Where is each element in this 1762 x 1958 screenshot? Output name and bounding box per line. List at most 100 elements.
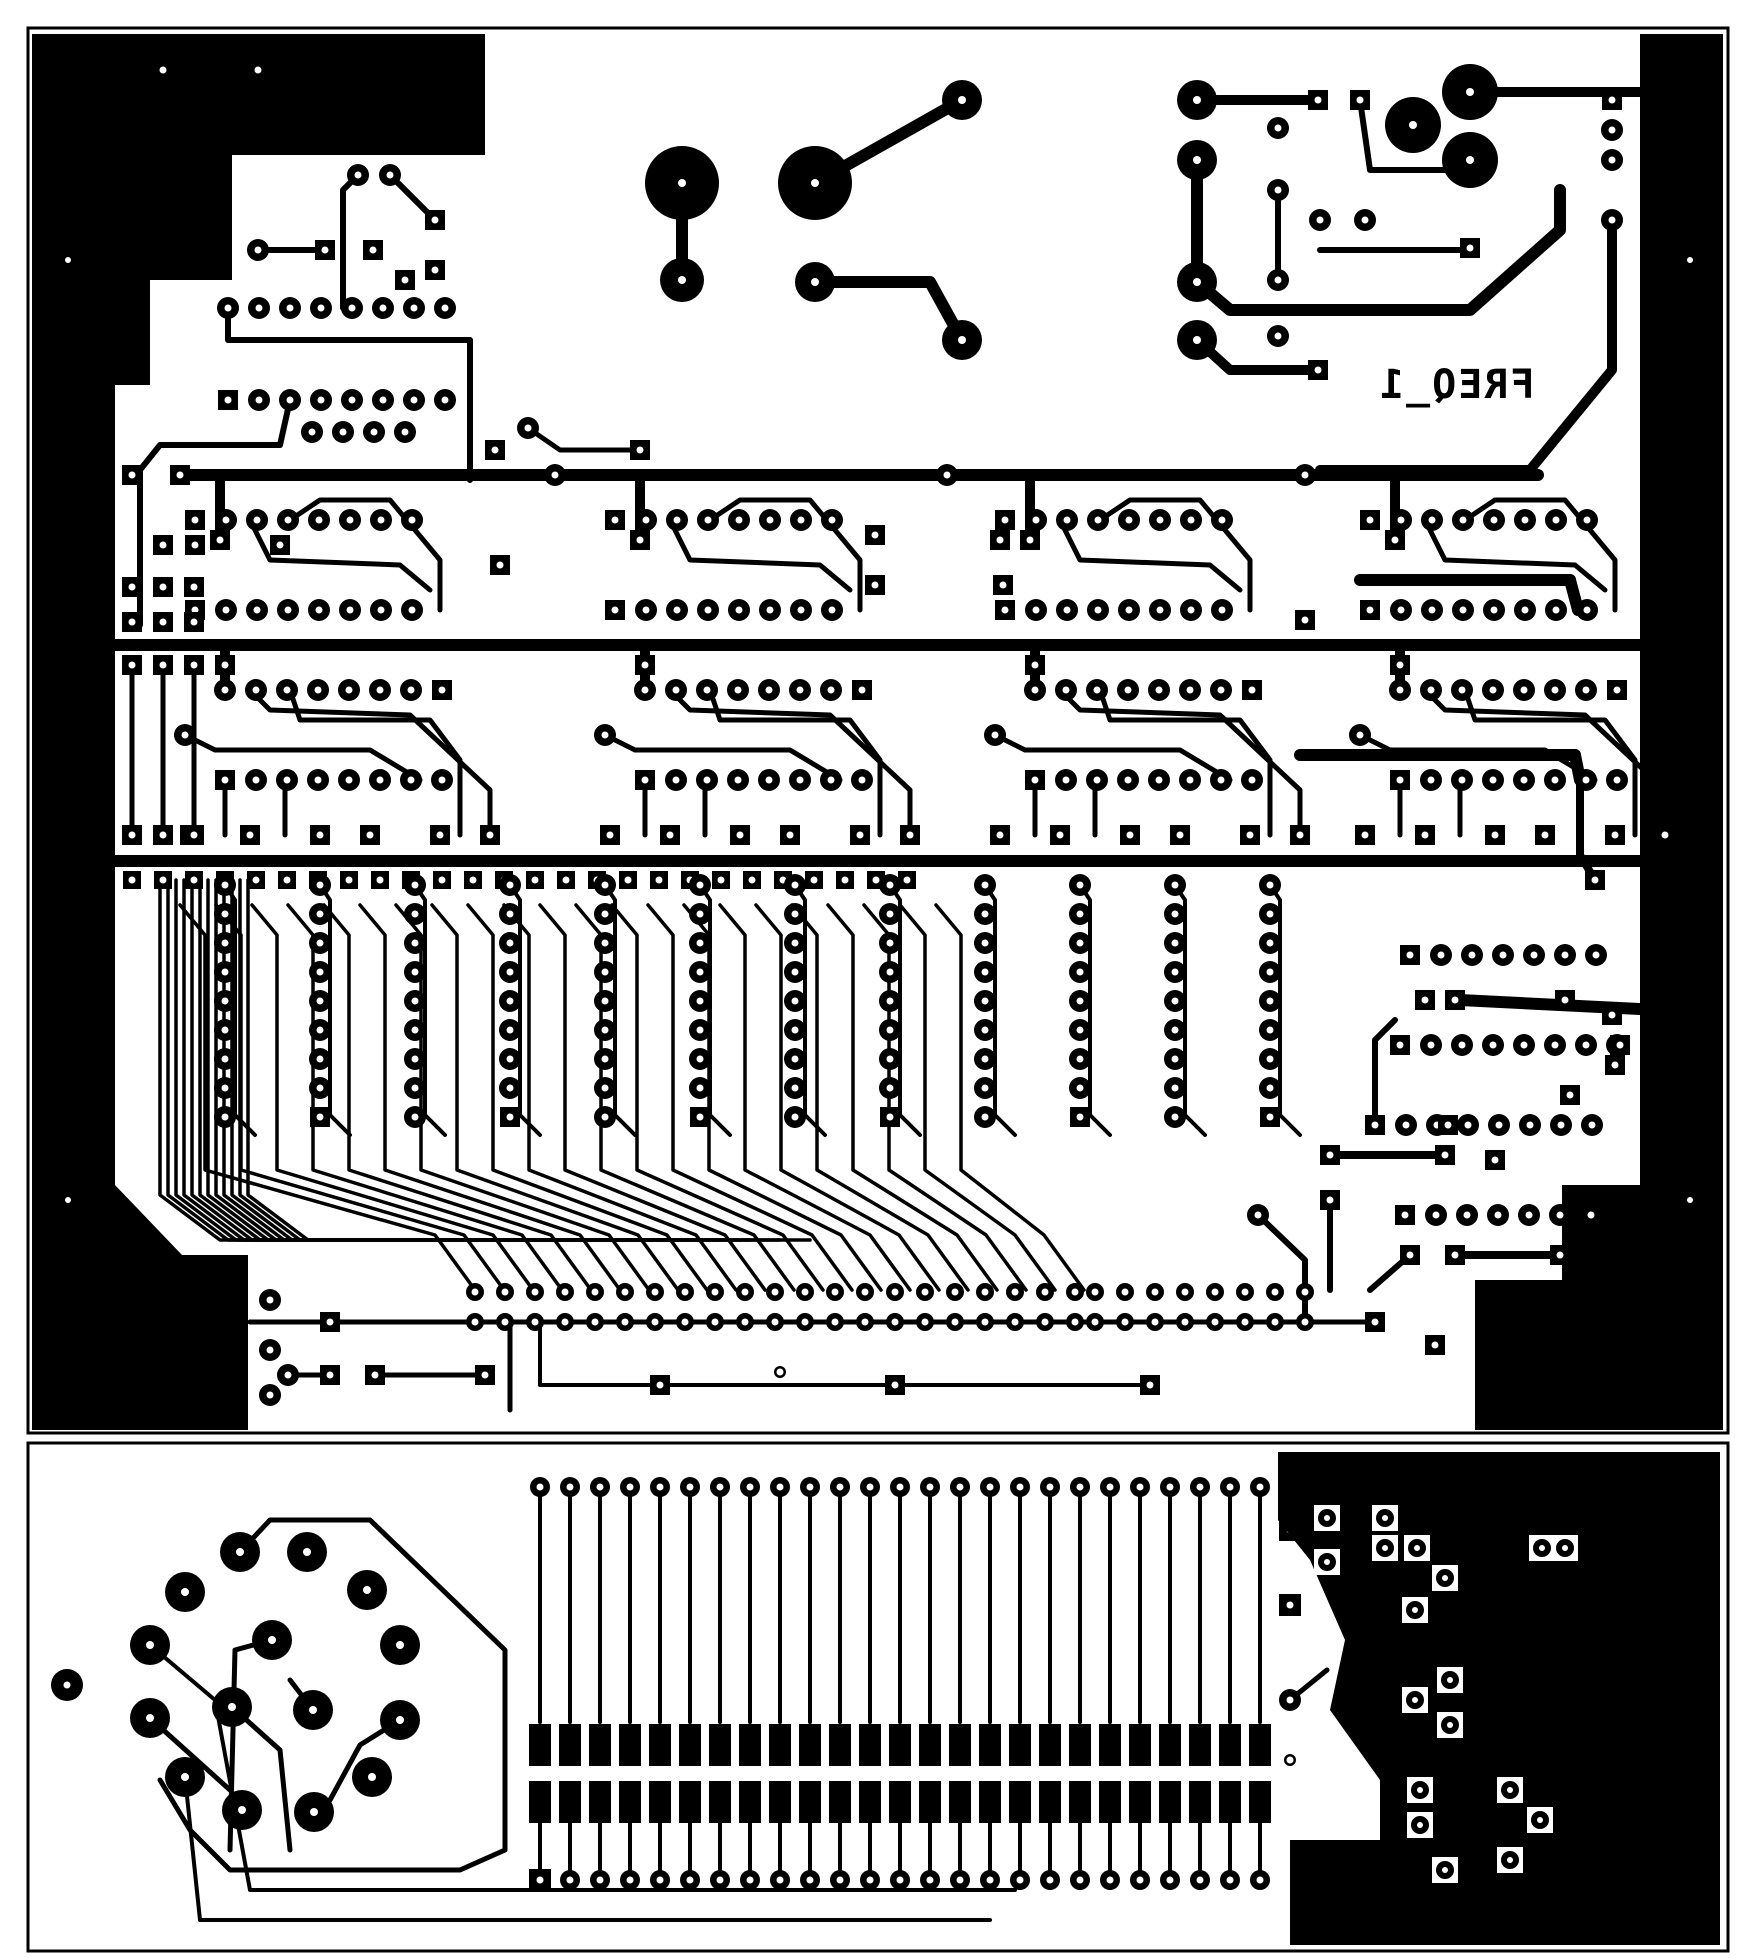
- drill-hole: [1016, 1876, 1024, 1884]
- trace: [826, 903, 999, 1292]
- drill-hole: [1106, 1876, 1114, 1884]
- drill-hole: [1171, 1055, 1179, 1063]
- drill-hole: [1217, 686, 1225, 694]
- smd-pad: [649, 1724, 671, 1766]
- drill-hole: [861, 1288, 869, 1296]
- drill-hole: [981, 1113, 989, 1121]
- drill-hole: [1121, 1318, 1129, 1326]
- drill-hole: [1530, 951, 1538, 959]
- drill-hole: [1171, 910, 1179, 918]
- drill-hole: [1541, 831, 1549, 839]
- drill-hole: [1437, 951, 1445, 959]
- drill-hole: [656, 1483, 664, 1491]
- drill-hole: [1248, 776, 1256, 784]
- drill-hole: [1171, 1026, 1179, 1034]
- drill-hole: [621, 1288, 629, 1296]
- drill-hole: [736, 831, 744, 839]
- drill-hole: [346, 606, 354, 614]
- drill-hole: [1196, 1483, 1204, 1491]
- drill-hole: [591, 1288, 599, 1296]
- smd-pad: [529, 1724, 551, 1766]
- drill-hole: [776, 1368, 784, 1376]
- drill-hole: [1187, 606, 1195, 614]
- drill-hole: [596, 1483, 604, 1491]
- drill-hole: [1256, 1876, 1264, 1884]
- drill-hole: [128, 471, 136, 479]
- drill-hole: [1274, 124, 1282, 132]
- drill-hole: [1241, 1318, 1249, 1326]
- drill-hole: [1256, 1483, 1264, 1491]
- drill-hole: [369, 246, 377, 254]
- drill-hole: [1011, 1288, 1019, 1296]
- drill-hole: [1396, 1041, 1404, 1049]
- drill-hole: [791, 939, 799, 947]
- drill-hole: [501, 1288, 509, 1296]
- drill-hole: [1463, 1211, 1471, 1219]
- drill-hole: [561, 1288, 569, 1296]
- drill-hole: [791, 1055, 799, 1063]
- drill-hole: [1186, 776, 1194, 784]
- drill-hole: [221, 1026, 229, 1034]
- drill-hole: [1491, 1156, 1499, 1164]
- drill-hole: [626, 1483, 634, 1491]
- drill-hole: [266, 1346, 274, 1354]
- drill-hole: [696, 881, 704, 889]
- drill-hole: [221, 968, 229, 976]
- drill-hole: [1507, 1857, 1513, 1863]
- drill-hole: [596, 1876, 604, 1884]
- drill-hole: [1447, 1722, 1453, 1728]
- smd-pad: [589, 1724, 611, 1766]
- drill-hole: [801, 1288, 809, 1296]
- drill-hole: [811, 278, 819, 286]
- drill-hole: [1094, 516, 1102, 524]
- drill-hole: [1136, 1876, 1144, 1884]
- drill-hole: [951, 1318, 959, 1326]
- drill-hole: [159, 618, 167, 626]
- drill-hole: [411, 997, 419, 1005]
- smd-pad: [559, 1724, 581, 1766]
- drill-hole: [561, 1318, 569, 1326]
- drill-hole: [221, 1113, 229, 1121]
- drill-hole: [1466, 156, 1474, 164]
- drill-hole: [1063, 516, 1071, 524]
- drill-hole: [1211, 1318, 1219, 1326]
- drill-hole: [1136, 1483, 1144, 1491]
- smd-pad: [889, 1781, 911, 1823]
- drill-hole: [981, 1318, 989, 1326]
- drill-hole: [704, 606, 712, 614]
- trace: [394, 903, 651, 1292]
- drill-hole: [673, 516, 681, 524]
- smd-pad: [919, 1781, 941, 1823]
- drill-hole: [1063, 606, 1071, 614]
- smd-pad: [559, 1781, 581, 1823]
- drill-hole: [1401, 1211, 1409, 1219]
- drill-hole: [1196, 1876, 1204, 1884]
- drill-hole: [221, 776, 229, 784]
- drill-hole: [1171, 881, 1179, 889]
- drill-hole: [981, 1084, 989, 1092]
- drill-hole: [696, 1113, 704, 1121]
- drill-hole: [796, 686, 804, 694]
- drill-hole: [903, 876, 911, 884]
- drill-hole: [396, 1641, 404, 1649]
- drill-hole: [506, 997, 514, 1005]
- drill-hole: [1032, 606, 1040, 614]
- drill-hole: [1093, 776, 1101, 784]
- drill-hole: [1226, 1483, 1234, 1491]
- drill-hole: [1608, 216, 1616, 224]
- drill-hole: [315, 516, 323, 524]
- drill-hole: [190, 661, 198, 669]
- drill-hole: [601, 910, 609, 918]
- trace: [229, 1704, 293, 1853]
- drill-hole: [266, 1391, 274, 1399]
- drill-hole: [315, 606, 323, 614]
- drill-hole: [536, 1876, 544, 1884]
- drill-hole: [377, 606, 385, 614]
- drill-hole: [1458, 1041, 1466, 1049]
- drill-hole: [1489, 686, 1497, 694]
- trace: [157, 1517, 508, 1873]
- drill-hole: [316, 1084, 324, 1092]
- drill-hole: [308, 428, 316, 436]
- smd-pad: [889, 1724, 911, 1766]
- drill-hole: [471, 1288, 479, 1296]
